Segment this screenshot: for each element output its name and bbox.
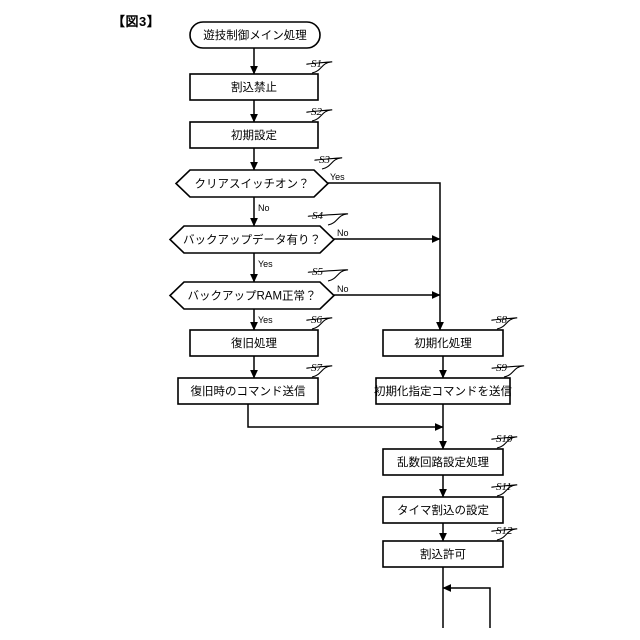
process-shape (177, 377, 319, 405)
step-leader-line (306, 61, 333, 74)
step-leader-line (491, 528, 518, 541)
step-label-s2: S2 (311, 106, 323, 118)
node-start: 遊技制御メイン処理 (189, 21, 321, 49)
node-label: 復旧時のコマンド送信 (191, 384, 306, 398)
step-leader-line (491, 436, 518, 449)
process-shape (189, 329, 319, 357)
node-s2: 初期設定 S2 (189, 106, 333, 149)
step-label-s10: S10 (496, 433, 513, 445)
step-label-s11: S11 (496, 481, 512, 493)
process-shape (382, 448, 504, 476)
node-label: 割込禁止 (231, 81, 277, 94)
node-s10: 乱数回路設定処理 S10 (382, 433, 518, 476)
step-leader-line (314, 157, 343, 170)
step-label-s5: S5 (312, 266, 324, 278)
node-s7: 復旧時のコマンド送信 S7 (177, 362, 333, 405)
node-s8: 初期化処理 S8 (382, 314, 518, 357)
step-label-s6: S6 (311, 314, 323, 326)
node-s3: クリアスイッチオン？ S3 (174, 154, 343, 198)
process-shape (375, 377, 511, 405)
node-s5: バックアップRAM正常？ S5 (168, 266, 348, 310)
process-shape (189, 73, 319, 101)
node-s1: 割込禁止 S1 (189, 58, 333, 101)
node-label: 復旧処理 (231, 336, 277, 350)
node-label: タイマ割込の設定 (397, 504, 489, 517)
node-label: 乱数回路設定処理 (397, 455, 489, 469)
step-leader-line (491, 484, 518, 497)
step-label-s3: S3 (319, 154, 331, 166)
node-label: 遊技制御メイン処理 (203, 28, 307, 42)
step-leader-line (306, 365, 333, 378)
node-s12: 割込許可 S12 (382, 525, 518, 568)
step-leader-line (491, 317, 518, 330)
decision-shape (168, 281, 336, 310)
node-label: クリアスイッチオン？ (195, 178, 310, 191)
node-s9: 初期化指定コマンドを送信 S9 (374, 362, 525, 405)
node-s4: バックアップデータ有り？ S4 (168, 210, 348, 254)
step-label-s8: S8 (496, 314, 508, 326)
s5-no-label: No (337, 284, 349, 294)
node-label: バックアップデータ有り？ (183, 233, 321, 247)
connector-layer (247, 48, 491, 628)
s4-yes-label: Yes (258, 259, 273, 269)
step-leader-line (307, 269, 348, 282)
s3-no-label: No (258, 203, 270, 213)
step-leader-line (306, 317, 333, 330)
step-label-s7: S7 (311, 362, 323, 374)
step-label-s9: S9 (496, 362, 508, 374)
process-shape (189, 121, 319, 149)
s5-yes-label: Yes (258, 315, 273, 325)
node-s6: 復旧処理 S6 (189, 314, 333, 357)
s4-no-label: No (337, 228, 349, 238)
decision-shape (174, 169, 330, 198)
decision-shape (168, 225, 336, 254)
connector-s3-yes-branch (328, 182, 444, 331)
node-label: 初期化処理 (414, 336, 472, 350)
process-shape (382, 329, 504, 357)
step-leader-line (491, 365, 525, 378)
process-shape (382, 496, 504, 524)
step-leader-line (307, 213, 348, 226)
node-label: バックアップRAM正常？ (187, 290, 316, 303)
node-s11: タイマ割込の設定 S11 (382, 481, 518, 524)
figure-title: 【図3】 (112, 14, 160, 29)
s3-yes-label: Yes (330, 172, 345, 182)
node-label: 初期化指定コマンドを送信 (374, 384, 512, 398)
terminator-shape (189, 21, 321, 49)
step-label-s12: S12 (496, 525, 513, 537)
connector-s7-merge (247, 404, 444, 431)
step-leader-line (306, 109, 333, 122)
connector-loop-back (442, 584, 491, 628)
node-label: 割込許可 (420, 547, 466, 561)
step-label-s4: S4 (312, 210, 324, 222)
step-label-s1: S1 (311, 58, 322, 70)
node-label: 初期設定 (231, 129, 277, 142)
process-shape (382, 540, 504, 568)
